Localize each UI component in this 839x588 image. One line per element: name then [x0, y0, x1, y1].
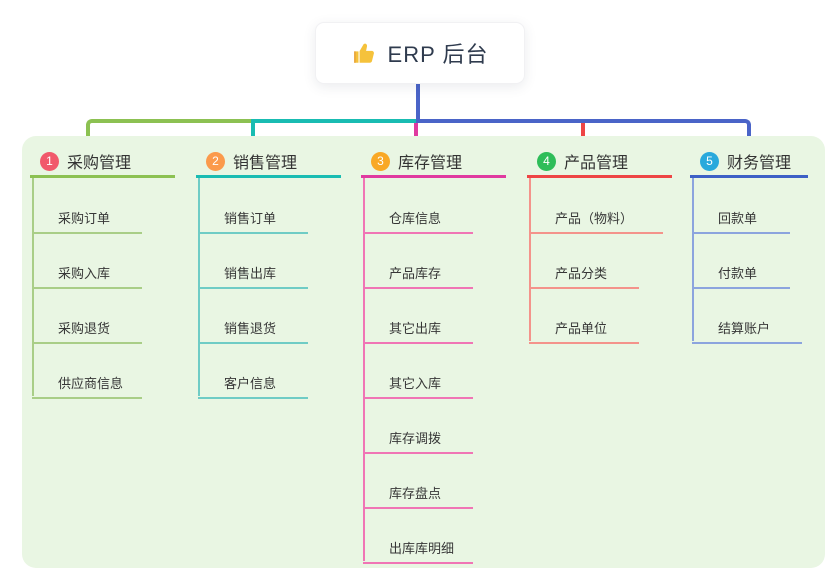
- mindmap-node[interactable]: 销售出库: [198, 252, 308, 289]
- branch-sales: 2 销售管理 销售订单 销售出库 销售退货 客户信息: [196, 147, 341, 399]
- branch-number-badge: 5: [700, 151, 719, 171]
- mindmap-node[interactable]: 付款单: [692, 252, 790, 289]
- branch-title: 销售管理: [233, 155, 298, 172]
- mindmap-node[interactable]: 采购退货: [32, 307, 142, 344]
- branch-title: 产品管理: [564, 155, 629, 172]
- mindmap-node[interactable]: 客户信息: [198, 362, 308, 399]
- branch-inventory-header[interactable]: 3 库存管理: [361, 147, 506, 178]
- mindmap-node[interactable]: 其它出库: [363, 307, 473, 344]
- mindmap-node[interactable]: 产品（物料）: [529, 197, 663, 234]
- mindmap-node[interactable]: 库存盘点: [363, 472, 473, 509]
- connector-branch-sales: [251, 119, 416, 150]
- branch-title: 采购管理: [67, 155, 132, 172]
- branch-finance-header[interactable]: 5 财务管理: [690, 147, 808, 178]
- branch-product: 4 产品管理 产品（物料） 产品分类 产品单位: [527, 147, 672, 344]
- branch-number-badge: 2: [206, 151, 225, 171]
- connector-branch-purchase: [86, 119, 251, 150]
- branch-product-header[interactable]: 4 产品管理: [527, 147, 672, 178]
- root-node-label: ERP 后台: [387, 42, 489, 67]
- branch-number-badge: 1: [40, 151, 59, 171]
- branch-sales-header[interactable]: 2 销售管理: [196, 147, 341, 178]
- branch-spine-line: [363, 178, 365, 561]
- branch-number-badge: 4: [537, 151, 556, 171]
- mindmap-node[interactable]: 出库库明细: [363, 527, 473, 564]
- branch-number-badge: 3: [371, 151, 390, 171]
- branch-purchase: 1 采购管理 采购订单 采购入库 采购退货 供应商信息: [30, 147, 175, 399]
- mindmap-node[interactable]: 仓库信息: [363, 197, 473, 234]
- branch-title: 财务管理: [727, 155, 792, 172]
- branch-spine-line: [692, 178, 694, 341]
- root-stem-connector: [416, 82, 420, 121]
- mindmap-node[interactable]: 其它入库: [363, 362, 473, 399]
- mindmap-node[interactable]: 采购入库: [32, 252, 142, 289]
- mindmap-node[interactable]: 采购订单: [32, 197, 142, 234]
- branch-finance: 5 财务管理 回款单 付款单 结算账户: [690, 147, 808, 344]
- mindmap-node[interactable]: 销售订单: [198, 197, 308, 234]
- mindmap-node[interactable]: 销售退货: [198, 307, 308, 344]
- branch-inventory: 3 库存管理 仓库信息 产品库存 其它出库 其它入库 库存调拨 库存盘点 出库库…: [361, 147, 506, 564]
- mindmap-node[interactable]: 结算账户: [692, 307, 802, 344]
- mindmap-node[interactable]: 产品单位: [529, 307, 639, 344]
- root-node[interactable]: ERP 后台: [315, 22, 525, 84]
- branch-purchase-header[interactable]: 1 采购管理: [30, 147, 175, 178]
- connector-branch-finance: [416, 119, 751, 150]
- mindmap-node[interactable]: 供应商信息: [32, 362, 142, 399]
- mindmap-node[interactable]: 产品库存: [363, 252, 473, 289]
- mindmap-node[interactable]: 库存调拨: [363, 417, 473, 454]
- mindmap-node[interactable]: 回款单: [692, 197, 790, 234]
- mindmap-node[interactable]: 产品分类: [529, 252, 639, 289]
- branch-spine-line: [529, 178, 531, 341]
- branches-panel: [22, 136, 825, 568]
- branch-title: 库存管理: [398, 155, 463, 172]
- thumbs-up-icon: [353, 43, 374, 63]
